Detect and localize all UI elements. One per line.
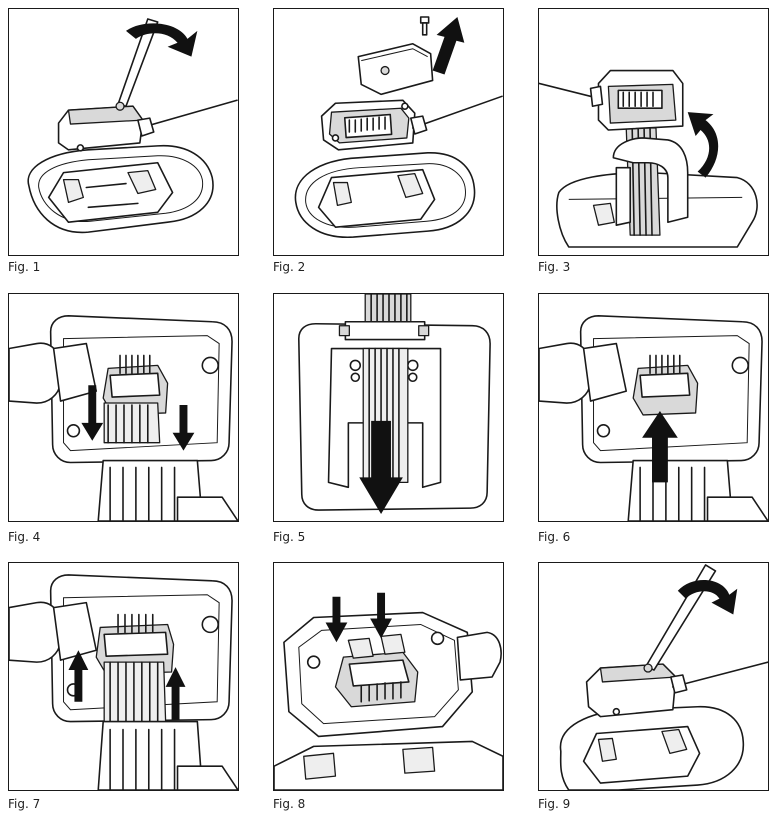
figure-panel-3 (538, 8, 769, 256)
rotate-arrow-icon (687, 112, 719, 178)
figure-caption-7: Fig. 7 (8, 797, 41, 811)
figure-caption-2: Fig. 2 (273, 260, 306, 274)
figure-caption-6: Fig. 6 (538, 530, 571, 544)
straight-arrow-icon (165, 667, 186, 720)
figure-caption-8: Fig. 8 (273, 797, 306, 811)
straight-arrow-icon (325, 596, 348, 643)
fig4-illustration (9, 315, 238, 521)
fig8-illustration (274, 592, 503, 790)
figure-panel-8 (273, 562, 504, 791)
figure-panel-9 (538, 562, 769, 791)
rotate-arrow-icon (125, 23, 198, 57)
straight-arrow-icon (81, 385, 104, 441)
fig3-illustration (539, 69, 758, 248)
figure-panel-5 (273, 293, 504, 522)
straight-arrow-icon (432, 17, 465, 75)
figure-caption-9: Fig. 9 (538, 797, 571, 811)
figure-caption-4: Fig. 4 (8, 530, 41, 544)
fig1-illustration (27, 18, 238, 234)
straight-arrow-icon (172, 405, 195, 451)
straight-arrow-icon (68, 650, 89, 702)
figure-caption-5: Fig. 5 (273, 530, 306, 544)
figure-panel-2 (273, 8, 504, 256)
figure-panel-4 (8, 293, 239, 522)
fig9-illustration (559, 564, 768, 790)
fig2-illustration (294, 16, 503, 238)
straight-arrow-icon (370, 592, 392, 639)
straight-arrow-icon (359, 420, 403, 515)
straight-arrow-icon (642, 410, 678, 483)
figure-panel-6 (538, 293, 769, 522)
figure-caption-1: Fig. 1 (8, 260, 41, 274)
fig6-illustration (539, 315, 768, 521)
figure-panel-7 (8, 562, 239, 791)
rotate-arrow-icon (677, 580, 738, 615)
fig5-illustration (297, 294, 491, 515)
figure-caption-3: Fig. 3 (538, 260, 571, 274)
fig7-illustration (9, 574, 238, 790)
figure-panel-1 (8, 8, 239, 256)
